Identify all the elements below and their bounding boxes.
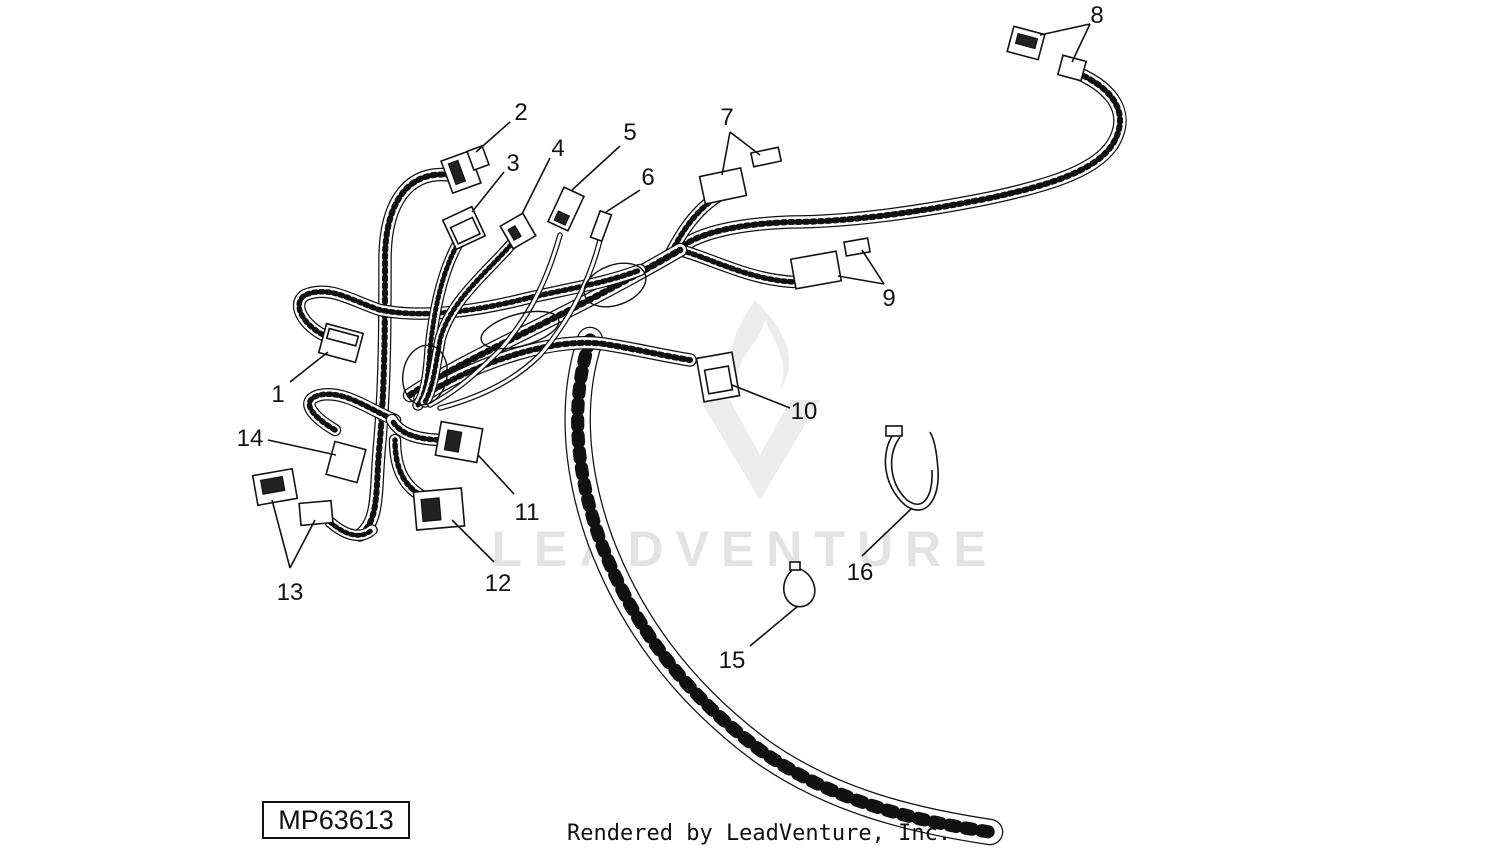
cable-branch-2 bbox=[353, 167, 457, 542]
cable-branch-14 bbox=[303, 387, 402, 437]
cable-branch-10 bbox=[413, 336, 697, 405]
connectors bbox=[251, 25, 1088, 531]
callout-1: 1 bbox=[271, 381, 284, 408]
callout-14: 14 bbox=[237, 425, 264, 452]
callout-7: 7 bbox=[720, 104, 733, 131]
wire-branch-5 bbox=[427, 232, 563, 408]
callout-2: 2 bbox=[514, 99, 527, 126]
connector-14 bbox=[325, 440, 367, 484]
connector-1 bbox=[317, 322, 365, 364]
cable-tie-16 bbox=[884, 425, 939, 511]
connector-9 bbox=[789, 237, 871, 290]
callout-13: 13 bbox=[277, 579, 304, 606]
callout-11: 11 bbox=[515, 499, 540, 526]
leader-lines bbox=[267, 23, 1091, 647]
connector-4 bbox=[499, 212, 537, 250]
callout-8: 8 bbox=[1090, 2, 1103, 29]
connector-12 bbox=[412, 487, 466, 531]
connector-3 bbox=[441, 205, 487, 251]
cable-branch-13 bbox=[324, 516, 378, 542]
connector-7 bbox=[698, 146, 783, 206]
part-number-box: MP63613 bbox=[262, 801, 410, 839]
cable-branch-8 bbox=[673, 63, 1127, 255]
harness-center-loops bbox=[402, 262, 647, 406]
watermark-text: LEADVENTURE bbox=[491, 521, 998, 577]
callout-5: 5 bbox=[623, 119, 636, 146]
cable-tie-15 bbox=[782, 561, 816, 608]
connector-5 bbox=[546, 186, 586, 232]
cable-branch-4 bbox=[419, 234, 521, 408]
callout-16: 16 bbox=[847, 559, 874, 586]
cable-main-trunk bbox=[564, 326, 1004, 846]
render-credit: Rendered by LeadVenture, Inc. bbox=[567, 821, 952, 846]
wire-branch-6 bbox=[437, 237, 603, 411]
cable-branch-9 bbox=[673, 243, 802, 289]
callout-3: 3 bbox=[506, 150, 519, 177]
watermark: LEADVENTURE bbox=[491, 300, 998, 577]
connector-8 bbox=[1006, 25, 1088, 82]
connector-2 bbox=[440, 144, 490, 195]
callout-9: 9 bbox=[882, 285, 895, 312]
callout-4: 4 bbox=[551, 135, 564, 162]
callout-labels: 1 2 3 4 5 6 7 8 9 10 11 12 13 14 15 16 bbox=[237, 2, 1104, 674]
cable-branch-1 bbox=[293, 263, 647, 347]
connector-11 bbox=[434, 420, 484, 464]
callout-6: 6 bbox=[641, 164, 654, 191]
connector-10 bbox=[695, 351, 741, 403]
callout-15: 15 bbox=[719, 647, 746, 674]
callout-12: 12 bbox=[485, 570, 512, 597]
callout-10: 10 bbox=[791, 398, 818, 425]
connector-13 bbox=[251, 467, 334, 527]
connector-6 bbox=[589, 209, 613, 243]
